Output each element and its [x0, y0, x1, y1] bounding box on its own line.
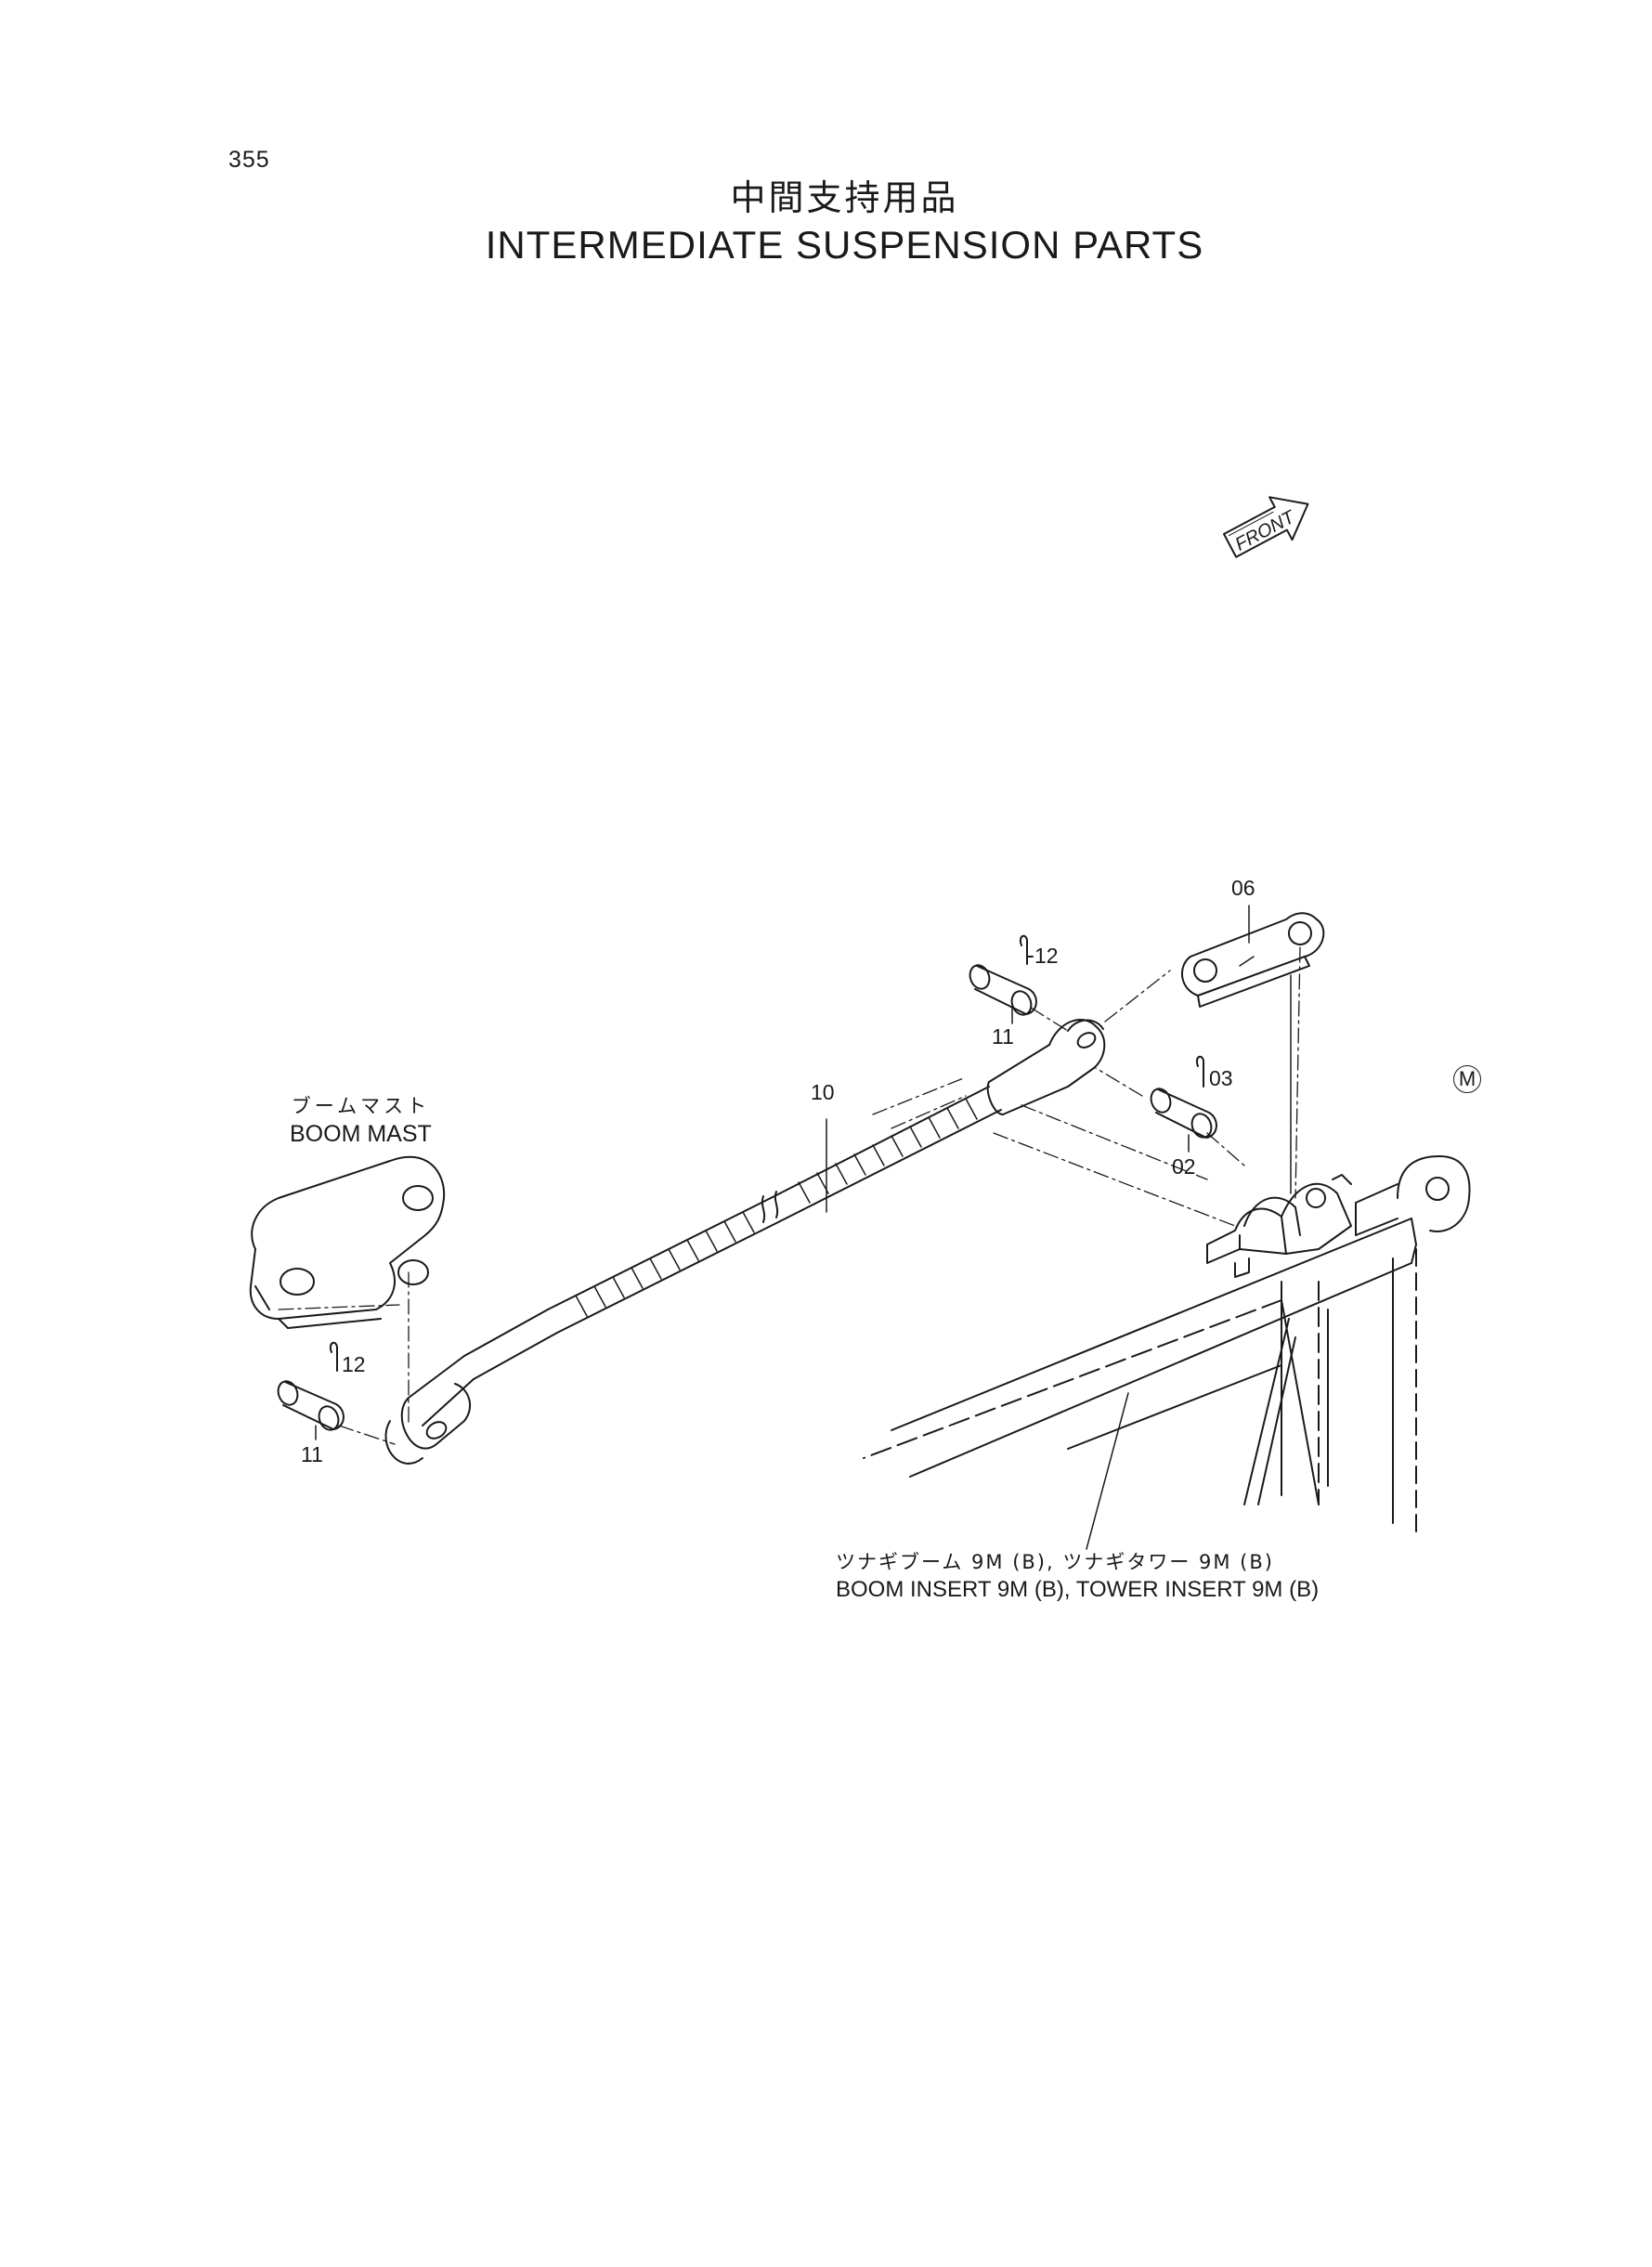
- callout-11-top: 11: [992, 1024, 1014, 1049]
- boom-insert-frame: [863, 1155, 1471, 1533]
- page-number: 355: [228, 147, 270, 173]
- pin-11-bottom: [277, 1380, 345, 1431]
- clip-12-bottom: [329, 1341, 338, 1372]
- boom-mast-label-english: BOOM MAST: [290, 1121, 432, 1148]
- pin-11-top: [969, 964, 1037, 1016]
- callout-12-bottom: 12: [342, 1352, 366, 1376]
- callout-02: 02: [1172, 1154, 1196, 1179]
- suspension-bracket: [1206, 1174, 1352, 1278]
- boom-insert-label-japanese: ツナギブーム 9M (B), ツナギタワー 9M (B): [836, 1551, 1274, 1573]
- callout-06: 06: [1231, 876, 1255, 900]
- page-title: INTERMEDIATE SUSPENSION PARTS: [485, 223, 1204, 267]
- alignment-lines: [278, 946, 1301, 1445]
- link-plate-06: [1181, 912, 1325, 1008]
- callout-03: 03: [1209, 1066, 1233, 1090]
- clip-03: [1195, 1055, 1204, 1088]
- front-arrow-icon: FRONT: [1223, 496, 1309, 558]
- tension-rod-10: [384, 1018, 1106, 1465]
- boom-insert-label-english: BOOM INSERT 9M (B), TOWER INSERT 9M (B): [836, 1577, 1320, 1603]
- callout-10: 10: [811, 1080, 835, 1104]
- page-title-japanese: 中間支持用品: [730, 177, 959, 218]
- corner-mark: M: [1453, 1065, 1481, 1093]
- clip-12-top: [1019, 934, 1034, 965]
- boom-mast-plate: [249, 1155, 446, 1329]
- boom-mast-label: ブームマスト BOOM MAST: [290, 1094, 432, 1150]
- boom-insert-label: ツナギブーム 9M (B), ツナギタワー 9M (B) BOOM INSERT…: [836, 1549, 1319, 1606]
- boom-mast-label-japanese: ブームマスト: [291, 1095, 431, 1117]
- pin-02: [1150, 1088, 1217, 1139]
- callout-11-bottom: 11: [301, 1442, 323, 1466]
- callout-12-top: 12: [1034, 944, 1059, 968]
- leader-lines: [315, 905, 1292, 1550]
